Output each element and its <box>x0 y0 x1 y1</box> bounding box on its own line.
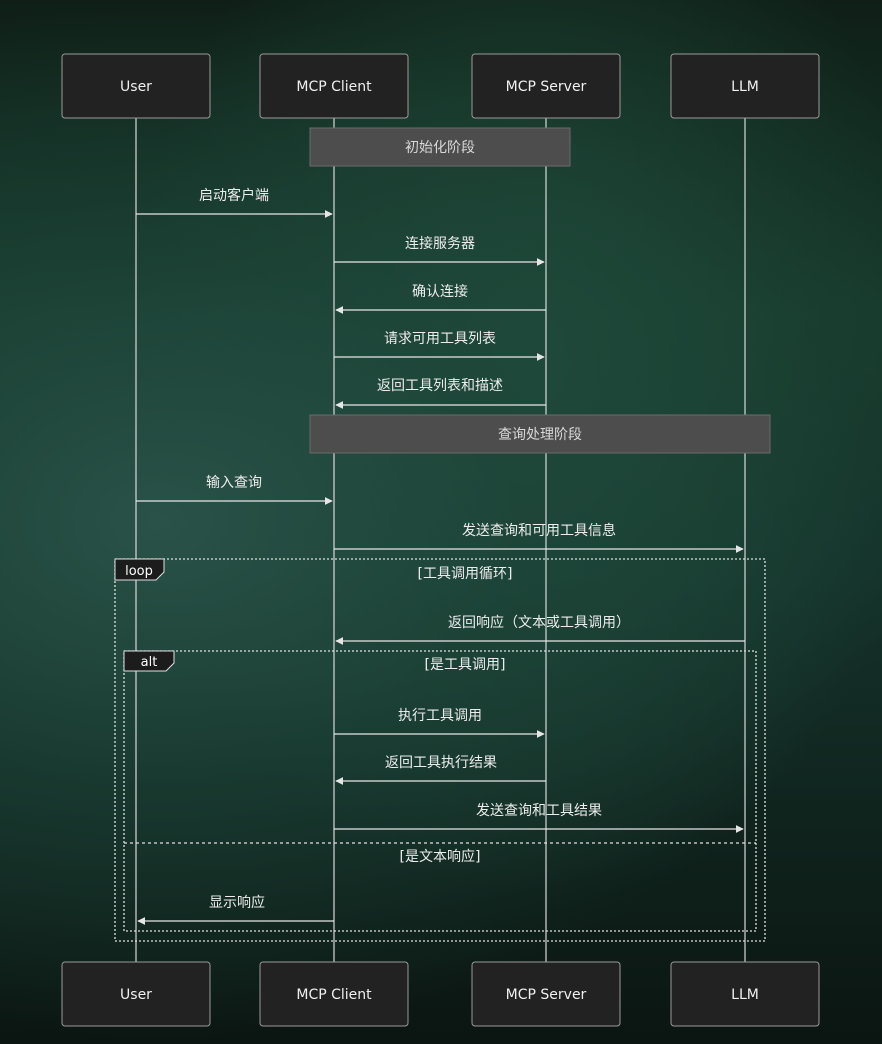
message-display-response-label: 显示响应 <box>209 894 265 911</box>
note-query-phase: 查询处理阶段 <box>309 414 771 454</box>
message-send-query-tool-result-label: 发送查询和工具结果 <box>476 803 602 819</box>
actor-mcp-server-bottom: MCP Server <box>471 961 621 1027</box>
message-return-tools: 返回工具列表和描述 <box>335 378 546 409</box>
message-execute-tool-label: 执行工具调用 <box>398 708 482 724</box>
alt-frame-tag <box>123 650 175 672</box>
actor-llm-top: LLM <box>670 53 820 119</box>
actor-mcp-server-label: MCP Server <box>506 79 587 95</box>
message-connect-server: 连接服务器 <box>334 235 545 266</box>
actor-user-label: User <box>120 79 152 95</box>
alt-frame-tag-label: alt <box>141 655 158 670</box>
message-execute-tool: 执行工具调用 <box>334 708 545 738</box>
alt-frame: alt [是工具调用] [是文本响应] <box>123 650 757 932</box>
message-start-client-label: 启动客户端 <box>199 187 269 204</box>
loop-frame-tag <box>114 558 165 581</box>
message-return-tool-result-label: 返回工具执行结果 <box>385 755 497 771</box>
actor-llm-bottom-label: LLM <box>731 987 759 1003</box>
message-display-response: 显示响应 <box>137 894 334 925</box>
actor-mcp-server-bottom-label: MCP Server <box>506 987 587 1003</box>
message-confirm-connection: 确认连接 <box>335 283 546 314</box>
message-send-query-tool-result: 发送查询和工具结果 <box>334 803 744 833</box>
message-input-query-label: 输入查询 <box>206 475 262 491</box>
note-query-phase-label: 查询处理阶段 <box>498 427 582 443</box>
actor-mcp-client-label: MCP Client <box>296 79 372 95</box>
message-request-tools-label: 请求可用工具列表 <box>384 331 496 347</box>
note-init-phase: 初始化阶段 <box>309 127 571 167</box>
note-init-phase-label: 初始化阶段 <box>405 139 475 156</box>
message-send-query-tools-label: 发送查询和可用工具信息 <box>462 522 616 539</box>
message-return-response: 返回响应（文本或工具调用） <box>335 614 745 645</box>
actor-mcp-server-top: MCP Server <box>471 53 621 119</box>
message-connect-server-label: 连接服务器 <box>405 235 475 252</box>
message-send-query-tools: 发送查询和可用工具信息 <box>334 522 744 553</box>
actor-user-bottom-label: User <box>120 987 152 1003</box>
actor-mcp-client-top: MCP Client <box>259 53 409 119</box>
actor-user-bottom: User <box>61 961 211 1027</box>
actor-llm-bottom: LLM <box>670 961 820 1027</box>
message-return-response-label: 返回响应（文本或工具调用） <box>448 614 630 631</box>
message-return-tools-label: 返回工具列表和描述 <box>377 378 503 394</box>
message-request-tools: 请求可用工具列表 <box>334 331 545 361</box>
message-confirm-connection-label: 确认连接 <box>412 283 468 300</box>
actor-mcp-client-bottom-label: MCP Client <box>296 987 372 1003</box>
loop-frame-tag-label: loop <box>125 564 153 579</box>
loop-frame-guard: [工具调用循环] <box>418 566 513 582</box>
loop-frame: loop [工具调用循环] <box>114 558 766 942</box>
message-start-client: 启动客户端 <box>136 187 333 218</box>
alt-else-guard: [是文本响应] <box>400 848 481 865</box>
message-input-query: 输入查询 <box>136 475 333 505</box>
actor-llm-label: LLM <box>731 79 759 95</box>
actor-mcp-client-bottom: MCP Client <box>259 961 409 1027</box>
alt-frame-guard: [是工具调用] <box>425 657 506 673</box>
message-return-tool-result: 返回工具执行结果 <box>335 755 546 785</box>
actor-user-top: User <box>61 53 211 119</box>
